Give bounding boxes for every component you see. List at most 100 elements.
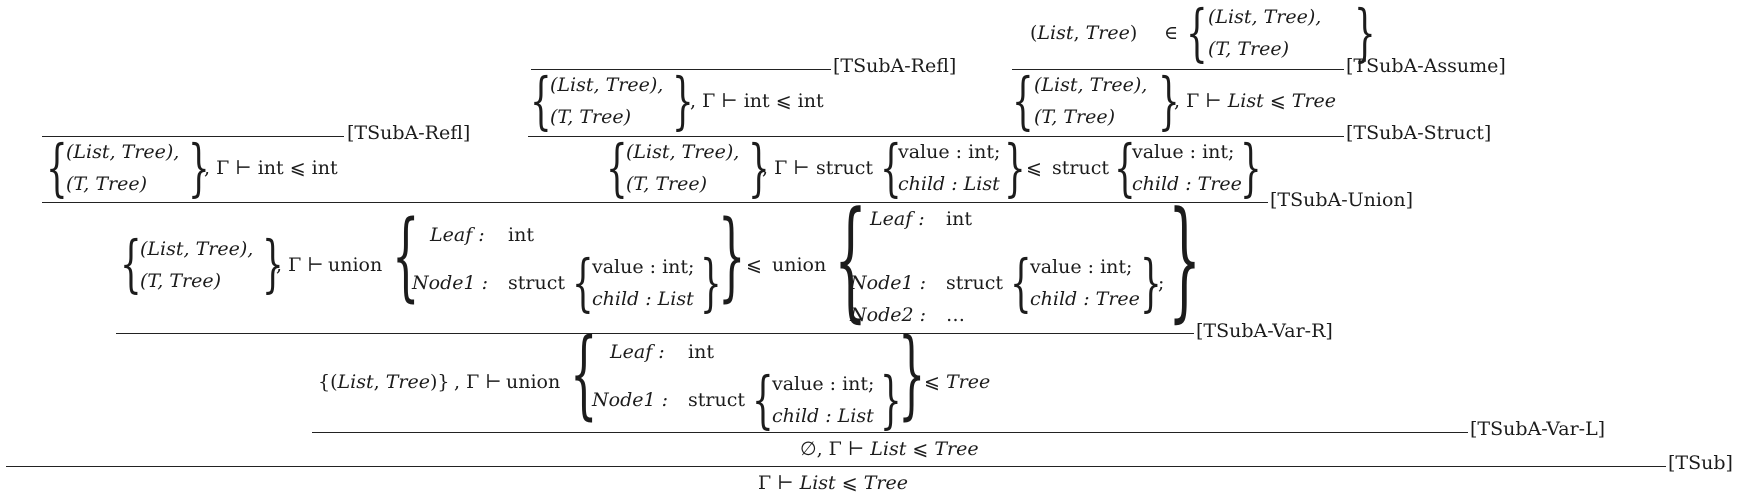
left-brace: { xyxy=(1186,0,1208,69)
env-pair-1: (List, Tree), xyxy=(626,141,740,163)
semicolon: ; xyxy=(1158,272,1165,294)
rule-label-refl-2: [TSubA-Refl] xyxy=(833,55,957,77)
field-child-list: child : List xyxy=(898,173,1000,195)
env-pair-1: (List, Tree), xyxy=(1034,74,1148,96)
rule-line-refl-2 xyxy=(531,69,831,70)
judgement-int: , Γ ⊢ int ⩽ int xyxy=(204,157,338,179)
rule-label-var-r: [TSubA-Var-R] xyxy=(1196,320,1333,342)
rule-line-sub xyxy=(6,466,1666,467)
env-pair-2: (T, Tree) xyxy=(626,173,708,195)
env-single: {(List, Tree)} xyxy=(318,371,450,393)
env-pair-1: (List, Tree), xyxy=(66,141,180,163)
type-int: int xyxy=(946,208,972,230)
judgement-empty-env: ∅, Γ ⊢ List ⩽ Tree xyxy=(800,438,979,460)
field-child-tree: child : Tree xyxy=(1132,173,1242,195)
struct-keyword: struct xyxy=(1052,157,1109,179)
left-brace: { xyxy=(1114,131,1136,204)
ellipsis: … xyxy=(946,304,965,326)
field-child-list: child : List xyxy=(592,288,694,310)
field-child-list: child : List xyxy=(772,405,874,427)
env-pair-2: (T, Tree) xyxy=(550,106,632,128)
right-brace: } xyxy=(672,64,694,137)
assume-pair: (List, Tree) xyxy=(1030,22,1138,44)
struct-keyword: struct xyxy=(816,157,873,179)
rule-label-refl-1: [TSubA-Refl] xyxy=(347,122,471,144)
right-brace: } xyxy=(880,363,902,436)
left-brace: { xyxy=(1010,246,1032,319)
union-keyword: union xyxy=(328,254,383,276)
left-brace: { xyxy=(46,131,68,204)
field-value-int: value : int; xyxy=(1132,141,1235,163)
right-brace: } xyxy=(1004,131,1026,204)
judgement-int: , Γ ⊢ int ⩽ int xyxy=(690,90,824,112)
entails: , Γ ⊢ xyxy=(762,157,810,179)
entails: , Γ ⊢ xyxy=(276,254,324,276)
env-pair-2: (T, Tree) xyxy=(1034,106,1116,128)
union-keyword: union xyxy=(772,254,827,276)
judgement-tail: ⩽ Tree xyxy=(924,371,991,393)
rule-line-refl-1 xyxy=(42,136,344,137)
variant-node1: Node1 : xyxy=(592,389,668,411)
right-brace: } xyxy=(1168,183,1202,335)
rule-label-struct: [TSubA-Struct] xyxy=(1346,122,1492,144)
rule-line-union xyxy=(42,202,1268,203)
env-pair-2: (T, Tree) xyxy=(1208,38,1290,60)
rule-label-union: [TSubA-Union] xyxy=(1270,189,1414,211)
type-list: List xyxy=(1037,22,1074,44)
rule-line-assume xyxy=(1012,69,1344,70)
rule-line-struct xyxy=(528,136,1344,137)
variant-node1: Node1 : xyxy=(850,272,926,294)
left-brace: { xyxy=(834,183,868,335)
rule-line-var-r xyxy=(116,333,1194,334)
field-value-int: value : int; xyxy=(592,256,695,278)
struct-keyword: struct xyxy=(508,272,565,294)
left-brace: { xyxy=(880,131,902,204)
rule-label-var-l: [TSubA-Var-L] xyxy=(1470,418,1606,440)
right-brace: } xyxy=(898,318,926,430)
right-brace: } xyxy=(1354,0,1376,69)
env-pair-1: (List, Tree), xyxy=(140,238,254,260)
left-brace: { xyxy=(752,363,774,436)
type-int: int xyxy=(688,341,714,363)
env-pair-2: (T, Tree) xyxy=(140,270,222,292)
variant-leaf: Leaf : xyxy=(430,224,485,246)
variant-leaf: Leaf : xyxy=(870,208,925,230)
left-brace: { xyxy=(572,246,594,319)
union-keyword: union xyxy=(506,371,561,393)
variant-node1: Node1 : xyxy=(412,272,488,294)
left-brace: { xyxy=(392,200,420,312)
struct-keyword: struct xyxy=(688,389,745,411)
le-symbol: ⩽ xyxy=(746,254,762,276)
le-symbol: ⩽ xyxy=(1026,157,1042,179)
right-brace: } xyxy=(748,131,770,204)
right-brace: } xyxy=(1240,131,1262,204)
variant-node2: Node2 : xyxy=(850,304,926,326)
left-brace: { xyxy=(530,64,552,137)
env-pair-1: (List, Tree), xyxy=(1208,6,1322,28)
left-brace: { xyxy=(120,227,142,300)
left-brace: { xyxy=(606,131,628,204)
type-int: int xyxy=(508,224,534,246)
left-brace: { xyxy=(1012,64,1034,137)
field-value-int: value : int; xyxy=(1030,256,1133,278)
final-judgement: Γ ⊢ List ⩽ Tree xyxy=(758,472,908,494)
rule-line-var-l xyxy=(312,432,1468,433)
right-brace: } xyxy=(1140,246,1162,319)
type-tree: Tree xyxy=(1085,22,1130,44)
field-value-int: value : int; xyxy=(772,373,875,395)
right-brace: } xyxy=(700,246,722,319)
elem-symbol: ∈ xyxy=(1164,22,1179,44)
field-value-int: value : int; xyxy=(898,141,1001,163)
entails: , Γ ⊢ xyxy=(454,371,502,393)
env-pair-1: (List, Tree), xyxy=(550,74,664,96)
rule-label-assume: [TSubA-Assume] xyxy=(1346,55,1506,77)
env-pair-2: (T, Tree) xyxy=(66,173,148,195)
variant-leaf: Leaf : xyxy=(610,341,665,363)
field-child-tree: child : Tree xyxy=(1030,288,1140,310)
rule-label-sub: [TSub] xyxy=(1668,452,1733,474)
struct-keyword: struct xyxy=(946,272,1003,294)
right-brace: } xyxy=(718,200,746,312)
right-brace: } xyxy=(1158,64,1180,137)
left-brace: { xyxy=(570,318,598,430)
